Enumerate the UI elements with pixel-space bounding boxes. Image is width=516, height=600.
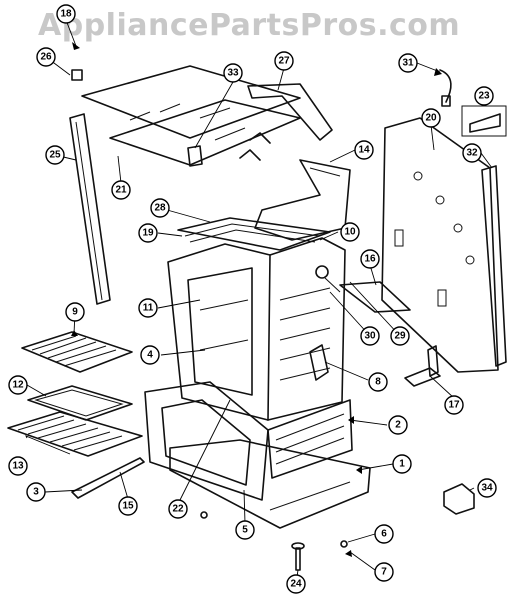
callout-number: 5	[242, 525, 248, 536]
callout-22: 22	[168, 499, 188, 519]
callout-12: 12	[8, 375, 28, 395]
callout-10: 10	[340, 222, 360, 242]
power-cord-part	[439, 69, 452, 107]
callout-1: 1	[392, 454, 412, 474]
arrowheads	[71, 42, 442, 557]
callout-2: 2	[388, 415, 408, 435]
callout-number: 27	[278, 56, 290, 67]
callout-7: 7	[374, 562, 394, 582]
callout-number: 16	[364, 254, 376, 265]
screw-part	[200, 511, 348, 571]
callout-4: 4	[140, 345, 160, 365]
callout-number: 22	[172, 504, 184, 515]
callout-13: 13	[8, 456, 28, 476]
callout-5: 5	[235, 520, 255, 540]
callout-20: 20	[421, 108, 441, 128]
callout-number: 9	[72, 307, 78, 318]
callout-number: 7	[381, 567, 387, 578]
watermark: AppliancePartsPros.com	[38, 8, 461, 43]
callout-27: 27	[274, 51, 294, 71]
callout-31: 31	[398, 53, 418, 73]
callout-number: 2	[395, 420, 401, 431]
callout-6: 6	[374, 524, 394, 544]
drip-tray-part	[254, 159, 351, 241]
callout-number: 11	[143, 303, 154, 314]
callout-number: 14	[358, 145, 370, 156]
hinge-part	[309, 344, 329, 381]
callout-number: 19	[142, 228, 154, 239]
callout-number: 12	[12, 380, 24, 391]
callout-34: 34	[477, 478, 497, 498]
drawer-rail-part	[71, 457, 145, 499]
callout-25: 25	[45, 145, 65, 165]
callout-number: 1	[399, 459, 405, 470]
oven-body-part	[167, 237, 346, 421]
igniter-part	[443, 483, 475, 515]
callout-number: 23	[478, 91, 490, 102]
callout-number: 30	[364, 331, 376, 342]
mount-bracket-part	[404, 345, 441, 387]
callout-number: 31	[402, 58, 414, 69]
callout-number: 10	[344, 227, 356, 238]
callout-number: 28	[154, 203, 166, 214]
top-panel-part	[81, 65, 301, 166]
callout-30: 30	[360, 326, 380, 346]
callout-number: 21	[115, 185, 127, 196]
callout-16: 16	[360, 249, 380, 269]
side-panel-part	[69, 113, 111, 305]
callout-number: 15	[122, 501, 134, 512]
callout-32: 32	[462, 143, 482, 163]
bake-tray-part	[27, 385, 133, 421]
callout-number: 6	[381, 529, 387, 540]
callout-33: 33	[223, 63, 243, 83]
callout-23: 23	[474, 86, 494, 106]
broiler-pan-part	[21, 331, 133, 373]
callout-number: 34	[481, 483, 493, 494]
leader-lines	[25, 19, 493, 585]
callout-15: 15	[118, 496, 138, 516]
callout-number: 17	[448, 400, 460, 411]
callout-number: 13	[12, 461, 24, 472]
callout-3: 3	[26, 482, 46, 502]
callout-number: 3	[33, 487, 39, 498]
rear-trim-part	[339, 281, 411, 313]
drawer-front-part	[144, 381, 269, 501]
callout-number: 20	[425, 113, 437, 124]
valve-part	[315, 265, 341, 293]
callout-number: 32	[466, 148, 478, 159]
callout-number: 26	[40, 52, 52, 63]
callout-number: 4	[147, 350, 153, 361]
callout-number: 24	[290, 579, 302, 590]
callout-number: 8	[375, 377, 381, 388]
back-panel-part	[381, 117, 499, 373]
callout-29: 29	[390, 326, 410, 346]
drawer-side-part	[267, 399, 353, 479]
callout-9: 9	[65, 302, 85, 322]
callout-21: 21	[111, 180, 131, 200]
oven-top-part	[177, 217, 331, 251]
base-frame-part	[169, 439, 371, 529]
callout-18: 18	[56, 4, 76, 24]
callout-14: 14	[354, 140, 374, 160]
callout-number: 25	[49, 150, 61, 161]
trim-strip-part	[247, 83, 333, 141]
callout-number: 33	[227, 68, 239, 79]
callout-number: 29	[394, 331, 406, 342]
callout-8: 8	[368, 372, 388, 392]
callout-19: 19	[138, 223, 158, 243]
callout-26: 26	[36, 47, 56, 67]
callout-11: 11	[138, 298, 158, 318]
callout-number: 18	[60, 9, 72, 20]
control-module-part	[461, 105, 507, 137]
clip-part	[71, 69, 83, 81]
callout-17: 17	[444, 395, 464, 415]
oven-rack-part	[7, 411, 143, 457]
callout-24: 24	[286, 574, 306, 594]
callout-28: 28	[150, 198, 170, 218]
